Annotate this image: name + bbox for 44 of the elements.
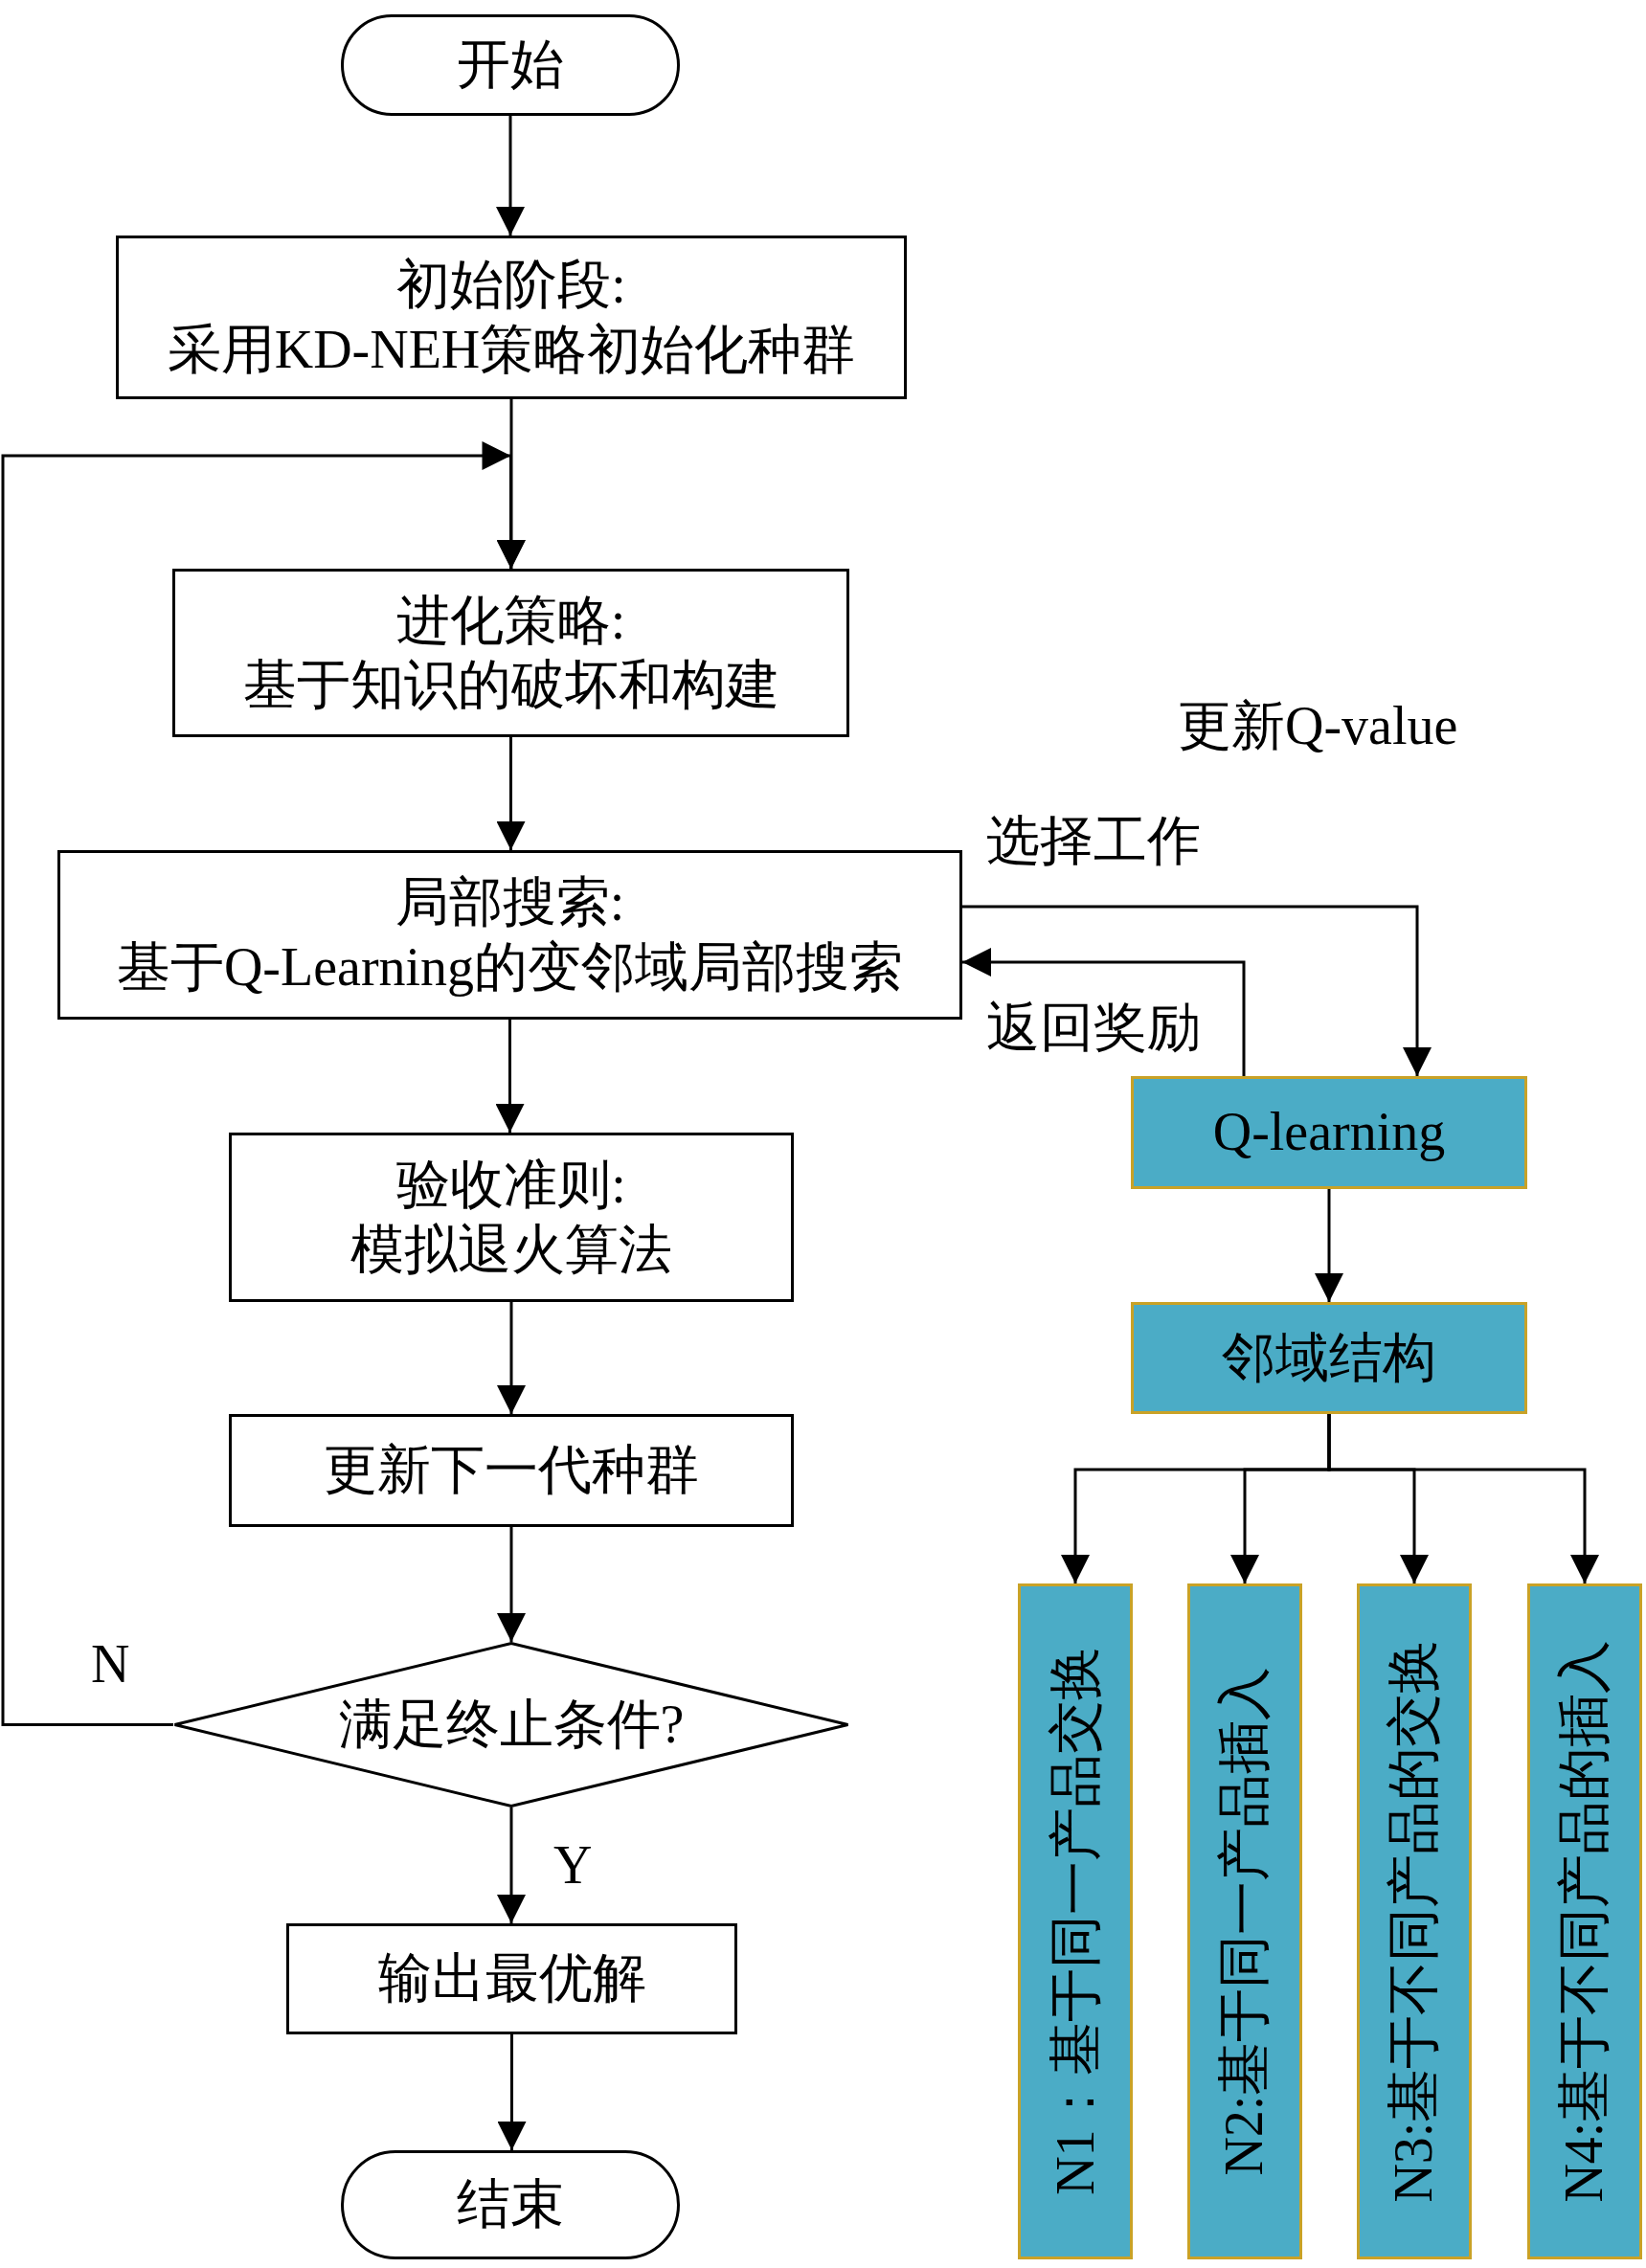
node-text: 局部搜索:	[395, 871, 625, 934]
process-box	[57, 850, 962, 1020]
process-box	[1131, 1302, 1527, 1414]
process-box	[172, 569, 849, 737]
decision-diamond	[173, 1642, 849, 1808]
node-text: 输出最优解	[377, 1947, 646, 2010]
arrow	[496, 737, 526, 850]
process-box	[1131, 1076, 1527, 1189]
node-text: 初始阶段:	[396, 254, 626, 317]
node-text: N1：基于同一产品交换	[1044, 1647, 1106, 2196]
node-text: N2:基于同一产品插入	[1213, 1667, 1275, 2176]
arrow	[497, 2034, 527, 2150]
arrow	[497, 1527, 526, 1642]
node-text: 更新下一代种群	[324, 1439, 699, 1502]
process-box	[1527, 1583, 1642, 2259]
node-text: 进化策略:	[395, 589, 626, 652]
node-text: 邻域结构	[1222, 1326, 1436, 1389]
process-box	[1357, 1583, 1472, 2259]
arrow	[1315, 1189, 1343, 1302]
node-text: Q-learning	[1212, 1101, 1446, 1164]
node-text: 满足终止条件?	[338, 1693, 685, 1756]
node-text: 验收准则:	[396, 1154, 626, 1217]
node-text: 基于Q-Learning的变邻域局部搜索	[116, 935, 904, 999]
node-text: N4:基于不同产品的插入	[1553, 1640, 1615, 2203]
arrow	[962, 905, 1432, 1076]
node-text: 开始	[457, 34, 564, 97]
arrow	[1, 441, 526, 1726]
process-box	[286, 1923, 737, 2034]
arrow	[497, 1808, 526, 1923]
node-text: 模拟退火算法	[350, 1218, 672, 1281]
arrow	[962, 948, 1246, 1076]
process-box	[229, 1133, 794, 1302]
arrow	[497, 1302, 526, 1414]
node-text: 基于知识的破坏和构建	[242, 654, 779, 716]
process-box	[1018, 1583, 1133, 2259]
process-box	[1187, 1583, 1302, 2259]
process-box	[116, 236, 907, 399]
arrow	[496, 116, 525, 236]
process-box	[229, 1414, 794, 1527]
node-text: 采用KD-NEH策略初始化种群	[167, 318, 856, 381]
arrow	[1327, 1414, 1599, 1583]
node-text: N3:基于不同产品的交换	[1383, 1640, 1445, 2203]
arrow	[495, 1020, 525, 1133]
node-text: 结束	[457, 2173, 564, 2236]
